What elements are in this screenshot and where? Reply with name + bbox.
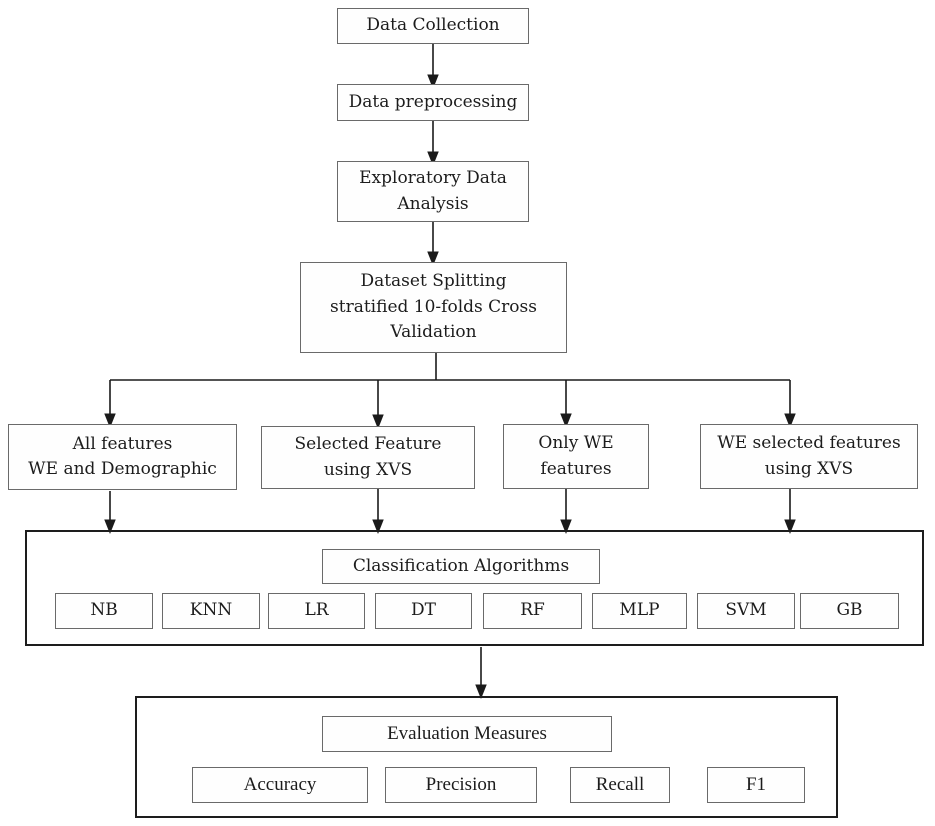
node-selected-feature-xvs: Selected Feature using XVS: [261, 426, 475, 489]
node-measure-f1: F1: [707, 767, 805, 803]
node-algorithm-knn: KNN: [162, 593, 260, 629]
node-all-features: All features WE and Demographic: [8, 424, 237, 490]
node-data-preprocessing: Data preprocessing: [337, 84, 529, 121]
node-measure-accuracy: Accuracy: [192, 767, 368, 803]
node-evaluation-measures-title: Evaluation Measures: [322, 716, 612, 752]
node-only-we-features: Only WE features: [503, 424, 649, 489]
node-we-selected-features-xvs: WE selected features using XVS: [700, 424, 918, 489]
node-algorithm-lr: LR: [268, 593, 365, 629]
evaluation-container: [135, 696, 838, 818]
node-classification-algorithms-title: Classification Algorithms: [322, 549, 600, 584]
node-data-collection: Data Collection: [337, 8, 529, 44]
node-algorithm-gb: GB: [800, 593, 899, 629]
node-algorithm-svm: SVM: [697, 593, 795, 629]
node-measure-recall: Recall: [570, 767, 670, 803]
node-algorithm-rf: RF: [483, 593, 582, 629]
node-algorithm-mlp: MLP: [592, 593, 687, 629]
node-algorithm-nb: NB: [55, 593, 153, 629]
node-algorithm-dt: DT: [375, 593, 472, 629]
node-exploratory-data-analysis: Exploratory Data Analysis: [337, 161, 529, 222]
classification-container: [25, 530, 924, 646]
node-measure-precision: Precision: [385, 767, 537, 803]
node-dataset-splitting: Dataset Splitting stratified 10-folds Cr…: [300, 262, 567, 353]
